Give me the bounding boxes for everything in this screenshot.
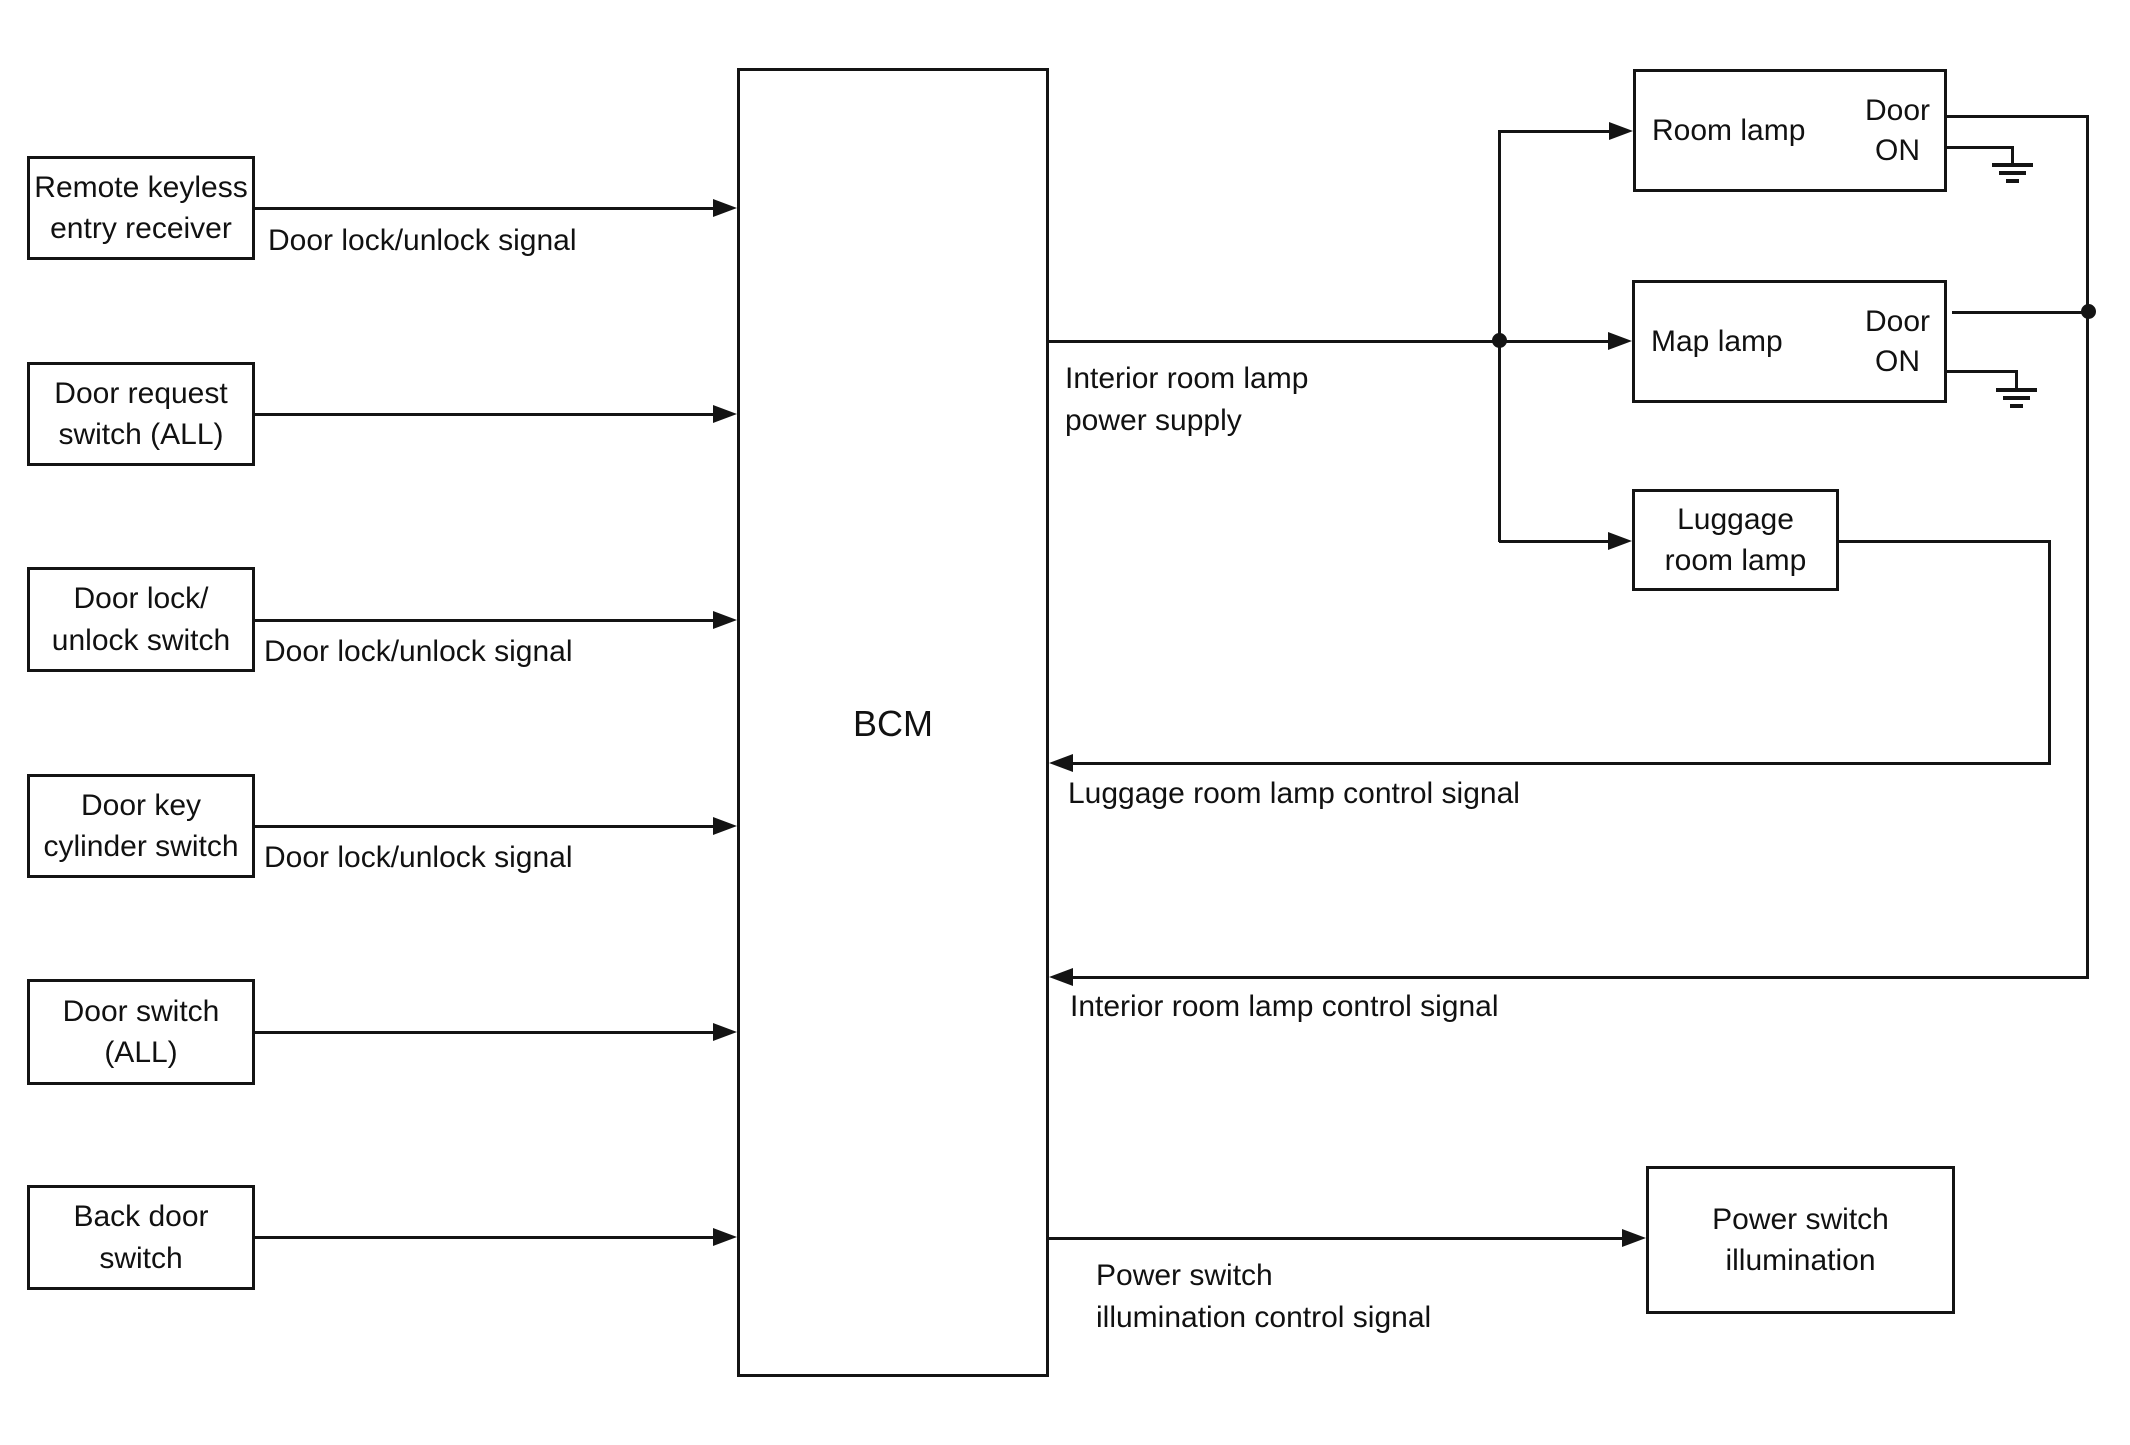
ground-symbol-room-lamp-bar3: [2006, 179, 2019, 183]
ground-symbol-map-lamp-bar2: [2003, 396, 2030, 400]
wire-map-lamp-door-out: [1952, 311, 2089, 314]
lamp-box-luggage: Luggage room lamp: [1632, 489, 1839, 591]
wire-door-lock-unlock-to-bcm: [255, 619, 715, 622]
junction-dot-power-branch: [1492, 333, 1507, 348]
input-box-remote-keyless-entry-receiver: Remote keyless entry receiver: [27, 156, 255, 260]
lamp-box-room: Room lamp Door ON: [1633, 69, 1947, 192]
arrowhead-luggage-control-icon: [1049, 754, 1073, 772]
signal-label-interior-power: Interior room lamp power supply: [1065, 362, 1309, 437]
arrowhead-power-switch-icon: [1622, 1229, 1646, 1247]
ground-symbol-map-lamp-bar1: [1996, 388, 2037, 392]
wire-interior-control-vertical: [2086, 115, 2089, 978]
arrowhead-door-lock-unlock-icon: [713, 611, 737, 629]
wire-power-switch-illumination: [1049, 1237, 1624, 1240]
wire-branch-to-room-lamp: [1499, 130, 1611, 133]
input-box-back-door-switch: Back door switch: [27, 1185, 255, 1290]
ground-stem-map-lamp: [2015, 370, 2018, 390]
box-power-switch-illumination: Power switch illumination: [1646, 1166, 1955, 1314]
signal-label-luggage-control: Luggage room lamp control signal: [1068, 777, 1520, 810]
input-box-door-lock-unlock-switch: Door lock/ unlock switch: [27, 567, 255, 672]
bcm-label: BCM: [853, 703, 933, 744]
map-lamp-switch-state: Door ON: [1864, 304, 1930, 378]
room-lamp-switch-state: Door ON: [1864, 93, 1930, 167]
wire-map-lamp-on-out: [1947, 370, 2018, 373]
signal-label-door-lock-unlock-2: Door lock/unlock signal: [264, 635, 573, 668]
wire-luggage-return-vertical: [2048, 540, 2051, 765]
ground-symbol-map-lamp-bar3: [2010, 404, 2023, 408]
arrowhead-map-lamp-icon: [1608, 332, 1632, 350]
wire-door-request-to-bcm: [255, 413, 715, 416]
arrowhead-door-switch-icon: [713, 1023, 737, 1041]
arrowhead-back-door-icon: [713, 1228, 737, 1246]
map-lamp-label: Map lamp: [1651, 324, 1783, 358]
arrowhead-room-lamp-icon: [1609, 122, 1633, 140]
wire-door-key-cylinder-to-bcm: [255, 825, 715, 828]
arrowhead-luggage-lamp-icon: [1608, 532, 1632, 550]
ground-stem-room-lamp: [2011, 146, 2014, 165]
ground-symbol-room-lamp-bar2: [1999, 171, 2026, 175]
input-box-door-key-cylinder-switch: Door key cylinder switch: [27, 774, 255, 878]
arrowhead-door-key-cylinder-icon: [713, 817, 737, 835]
wire-interior-power-main: [1049, 340, 1610, 343]
wire-branch-to-luggage-lamp: [1499, 540, 1610, 543]
lamp-box-map: Map lamp Door ON: [1632, 280, 1947, 403]
wire-remote-keyless-to-bcm: [255, 207, 715, 210]
wire-room-lamp-door-out: [1947, 115, 2089, 118]
wire-back-door-to-bcm: [255, 1236, 715, 1239]
arrowhead-remote-keyless-icon: [713, 199, 737, 217]
input-box-door-request-switch: Door request switch (ALL): [27, 362, 255, 466]
wire-luggage-control-return: [1071, 762, 2051, 765]
signal-label-door-lock-unlock-1: Door lock/unlock signal: [268, 224, 577, 257]
arrowhead-door-request-icon: [713, 405, 737, 423]
wire-door-switch-to-bcm: [255, 1031, 715, 1034]
signal-label-interior-control: Interior room lamp control signal: [1070, 990, 1499, 1023]
wire-room-lamp-on-out: [1947, 146, 2014, 149]
ground-symbol-room-lamp-bar1: [1992, 163, 2033, 167]
signal-label-power-switch-control: Power switch illumination control signal: [1096, 1259, 1432, 1334]
input-box-door-switch-all: Door switch (ALL): [27, 979, 255, 1085]
wire-interior-control-return: [1071, 976, 2089, 979]
signal-label-door-lock-unlock-3: Door lock/unlock signal: [264, 841, 573, 874]
bcm-box: [737, 68, 1049, 1377]
arrowhead-interior-control-icon: [1049, 968, 1073, 986]
wire-luggage-lamp-out: [1839, 540, 2051, 543]
room-lamp-label: Room lamp: [1652, 113, 1806, 147]
